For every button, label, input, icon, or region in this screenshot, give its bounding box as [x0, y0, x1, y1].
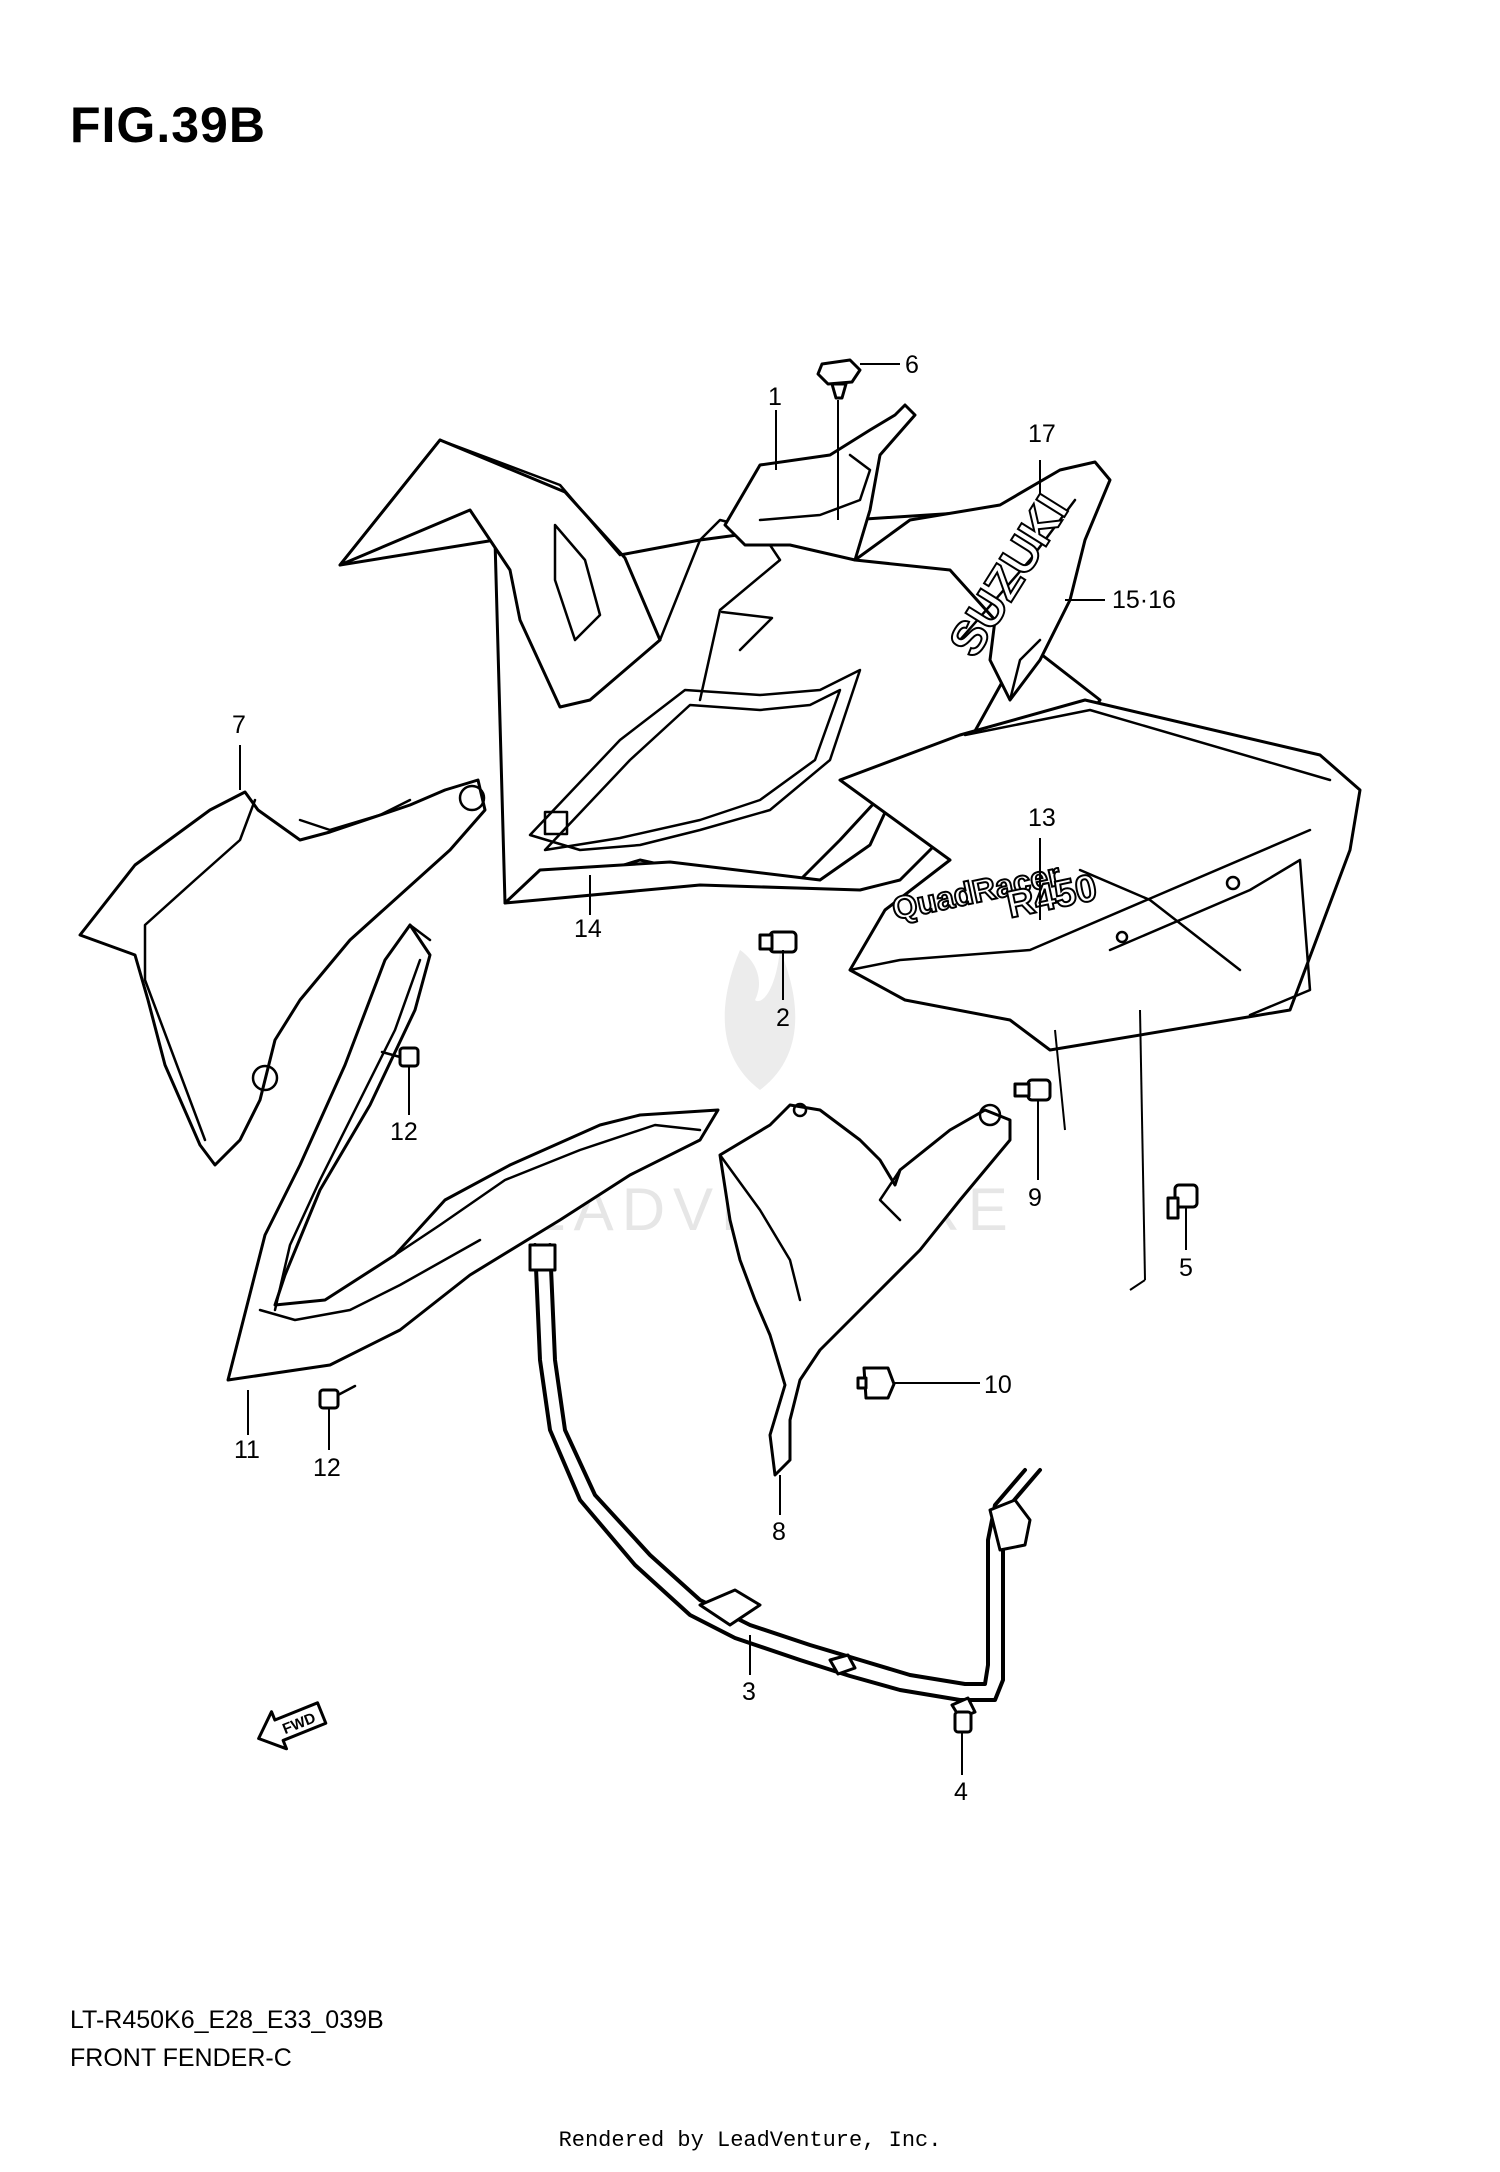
- fastener-bolt-5[interactable]: [1166, 1183, 1199, 1220]
- leader-lines: [239, 363, 1187, 1775]
- part-side-panel[interactable]: SUZUKI: [853, 460, 1112, 702]
- callout-12-upper: 12: [390, 1118, 418, 1146]
- fastener-clip-6[interactable]: [816, 358, 862, 400]
- callout-14: 14: [574, 915, 602, 943]
- callout-1: 1: [768, 383, 782, 411]
- callout-2: 2: [776, 1004, 790, 1032]
- part-left-panel[interactable]: [78, 778, 487, 1167]
- fastener-clip-10[interactable]: [856, 1366, 896, 1400]
- fastener-screw-9[interactable]: [1013, 1078, 1052, 1102]
- fastener-screw-2[interactable]: [758, 930, 798, 954]
- fastener-screw-12-lower[interactable]: [318, 1384, 357, 1410]
- callout-9: 9: [1028, 1184, 1042, 1212]
- fastener-bolt-4[interactable]: [950, 1696, 977, 1734]
- figure-name: FRONT FENDER-C: [70, 2044, 292, 2072]
- part-inner-panel[interactable]: [723, 403, 917, 562]
- part-right-panel[interactable]: QuadRacer R450: [838, 698, 1362, 1052]
- part-lower-left-bracket[interactable]: [226, 923, 720, 1382]
- figure-title: FIG.39B: [70, 97, 266, 153]
- callout-17: 17: [1028, 420, 1056, 448]
- part-support-pipe[interactable]: [528, 1243, 1042, 1702]
- callout-7: 7: [232, 711, 246, 739]
- part-center-lower-panel[interactable]: [718, 1102, 1012, 1477]
- callout-13: 13: [1028, 804, 1056, 832]
- callout-12-lower: 12: [313, 1454, 341, 1482]
- callout-15-16: 15·16: [1112, 586, 1176, 614]
- callout-3: 3: [742, 1678, 756, 1706]
- callout-6: 6: [905, 351, 919, 379]
- model-code: LT-R450K6_E28_E33_039B: [70, 2006, 384, 2034]
- callout-5: 5: [1179, 1254, 1193, 1282]
- callout-8: 8: [772, 1518, 786, 1546]
- callout-4: 4: [954, 1778, 968, 1806]
- render-credit: Rendered by LeadVenture, Inc.: [558, 2128, 942, 2153]
- callout-10: 10: [984, 1371, 1012, 1399]
- callout-11: 11: [234, 1436, 260, 1464]
- forward-arrow: FWD: [257, 1701, 328, 1751]
- callouts: 6 1 17 15·16 13 14 7 2 12 9 5 10 11 12 8…: [232, 351, 1193, 1806]
